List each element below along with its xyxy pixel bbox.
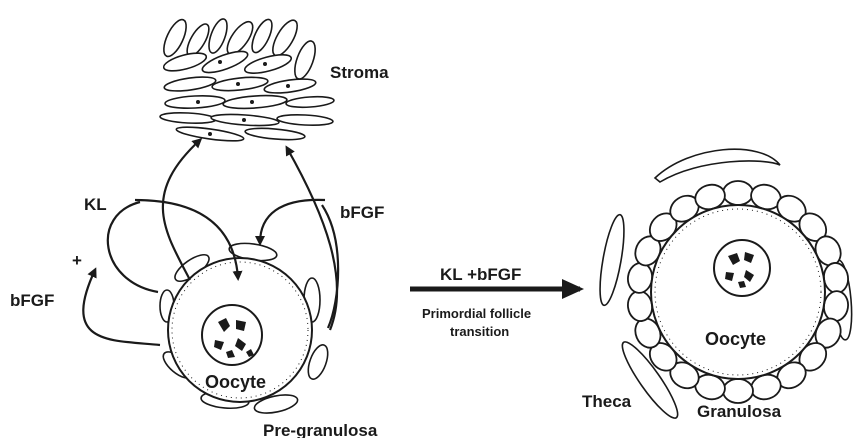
granulosa-cell	[723, 379, 753, 403]
left-oocyte-label: Oocyte	[205, 372, 266, 392]
granulosa-cell	[723, 181, 753, 205]
stroma-cells	[159, 16, 334, 143]
transition-text-line1: Primordial follicle	[422, 306, 531, 321]
granulosa-cell	[626, 261, 654, 294]
kl-label: KL	[84, 195, 107, 214]
granulosa-cell	[626, 290, 654, 323]
right-oocyte-label: Oocyte	[705, 329, 766, 349]
theca-label: Theca	[582, 392, 632, 411]
stroma-label: Stroma	[330, 63, 389, 82]
bfgf-autocrine-arrow	[83, 270, 160, 345]
kl-loop-arrow	[108, 202, 158, 292]
transition-text-line2: transition	[450, 324, 509, 339]
pregranulosa-label: Pre-granulosa	[263, 421, 378, 438]
bfgf-left-label: bFGF	[10, 291, 54, 310]
transition-signal-label: KL +bFGF	[440, 265, 521, 284]
bfgf-top-label: bFGF	[340, 203, 384, 222]
granulosa-label: Granulosa	[697, 402, 782, 421]
plus-sign: +	[72, 251, 82, 270]
